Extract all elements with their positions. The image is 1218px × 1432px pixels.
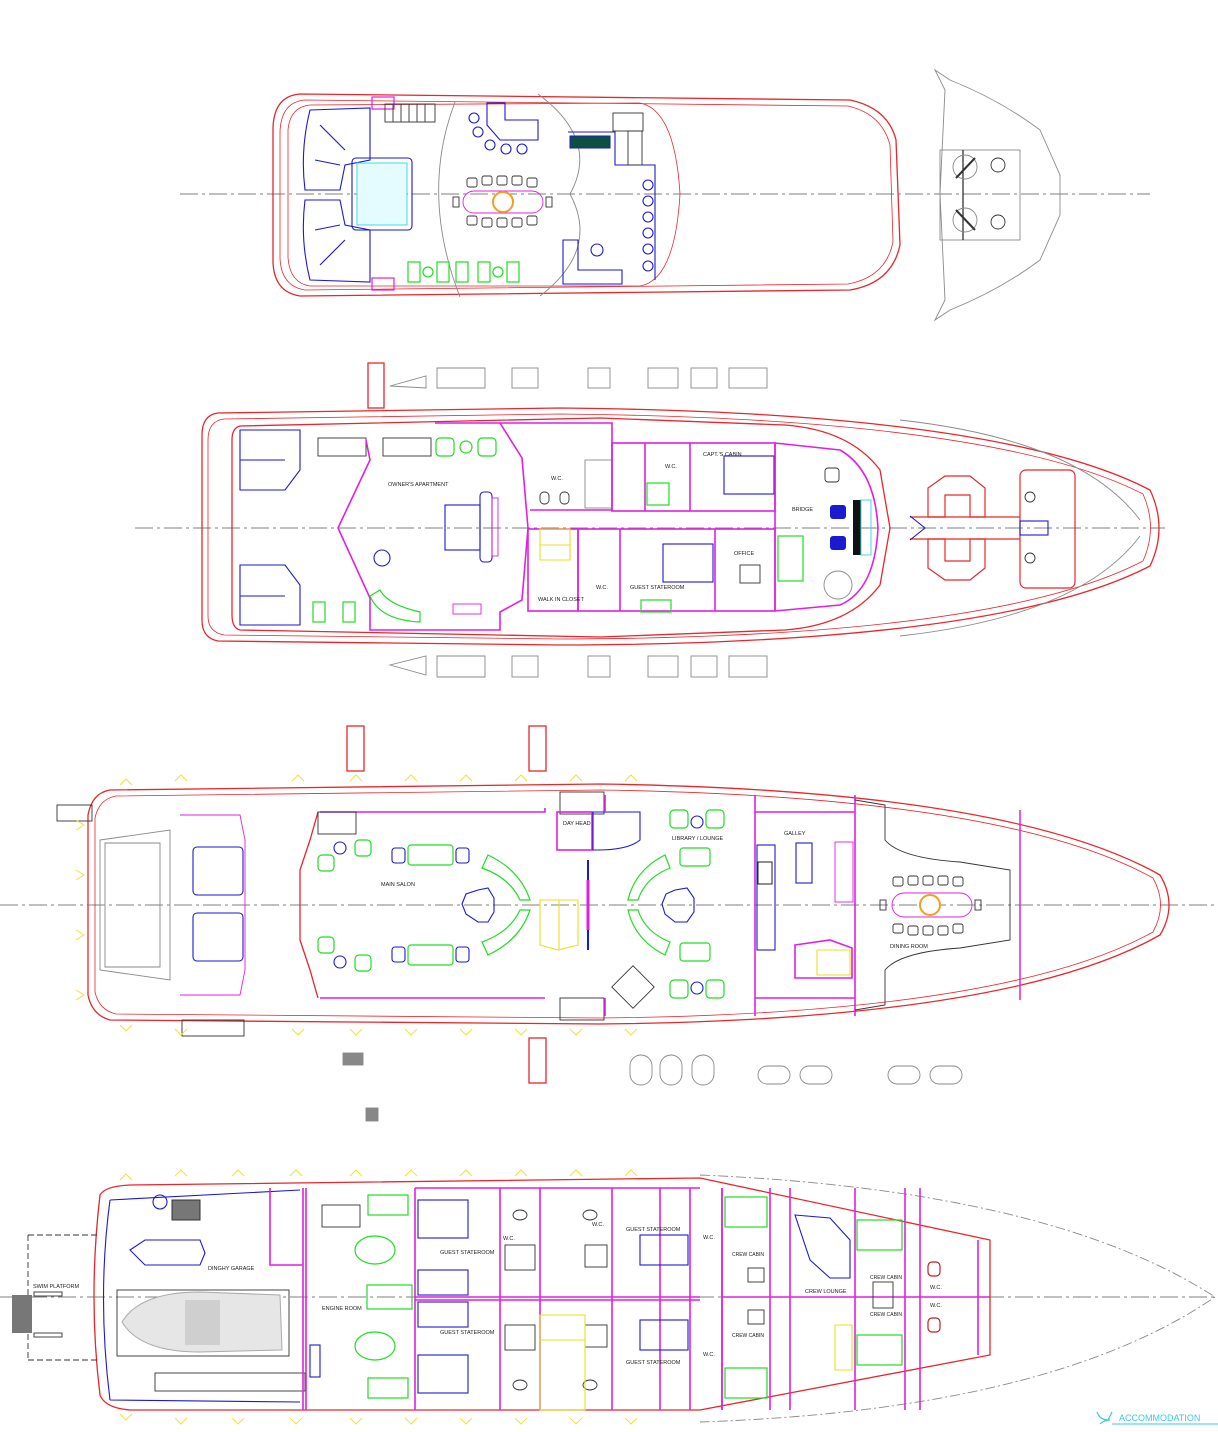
sun-deck <box>180 68 1150 322</box>
room-label-wc: W.C. <box>592 1222 604 1228</box>
owners-apartment-walls <box>337 422 529 631</box>
room-label-wc: W.C. <box>665 464 677 470</box>
room-label-wc: W.C. <box>703 1352 715 1358</box>
capts-cabin <box>611 442 776 512</box>
console <box>569 135 611 149</box>
dining-chairs <box>452 175 553 228</box>
room-label-guest-stateroom: GUEST STATEROOM <box>626 1360 681 1366</box>
room-label-guest-stateroom: GUEST STATEROOM <box>630 585 685 591</box>
room-label-crew-cabin: CREW CABIN <box>870 1312 902 1318</box>
room-label-guest-stateroom: GUEST STATEROOM <box>440 1250 495 1256</box>
sun-lounge <box>302 107 371 191</box>
fender <box>371 96 395 110</box>
engines <box>354 1194 413 1399</box>
room-label-crew-lounge: CREW LOUNGE <box>805 1289 847 1295</box>
room-label-crew-cabin: CREW CABIN <box>732 1252 764 1258</box>
room-label-library-lounge: LIBRARY / LOUNGE <box>672 836 723 842</box>
sun-deck-hull <box>272 93 901 297</box>
table-centerpiece <box>492 191 514 213</box>
room-label-capts-cabin: CAPT.'S CABIN <box>703 452 742 458</box>
bridge-deck: OWNER'S APARTMENT W.C. W.C. CAPT.'S CABI… <box>135 407 1165 646</box>
room-label-wc: W.C. <box>551 476 563 482</box>
bar <box>486 102 539 141</box>
room-label-crew-cabin: CREW CABIN <box>732 1333 764 1339</box>
room-label-galley: GALLEY <box>784 831 806 837</box>
dining-table <box>891 892 973 918</box>
bar-stools <box>468 112 528 155</box>
owners-bed <box>444 504 481 551</box>
lower-deck: SWIM PLATFORM DINGHY GARAGE ENGINE ROOM … <box>0 1169 1218 1425</box>
room-label-wc: W.C. <box>703 1235 715 1241</box>
jacuzzi-water <box>356 162 408 226</box>
accommodation-logo: ACCOMMODATION <box>1096 1411 1218 1425</box>
side-profile-shapes <box>367 362 768 678</box>
sun-deck-hull-inner <box>279 99 894 291</box>
main-deck-hull <box>87 783 1170 1025</box>
lower-deck-hull <box>93 1177 991 1411</box>
fender <box>371 277 395 291</box>
room-label-main-salon: MAIN SALON <box>381 882 415 888</box>
room-label-wc: W.C. <box>596 585 608 591</box>
room-label-day-head: DAY HEAD <box>563 821 591 827</box>
armchairs <box>369 437 497 623</box>
leaf-icon <box>1096 1411 1113 1425</box>
main-deck: MAIN SALON DAY HEAD LIBRARY / LOUNGE GAL… <box>0 774 1218 1037</box>
sun-lounge <box>302 199 371 283</box>
room-label-bridge: BRIDGE <box>792 507 813 513</box>
bridge-deck-hull <box>201 407 1160 646</box>
foredeck-seating <box>910 469 1076 589</box>
swim-ladder <box>12 1295 32 1333</box>
windlass-icon <box>955 157 976 179</box>
room-label-dining-room: DINING ROOM <box>890 944 928 950</box>
room-label-office: OFFICE <box>734 551 754 557</box>
room-label-engine-room: ENGINE ROOM <box>322 1306 362 1312</box>
jetski <box>129 1239 206 1266</box>
room-label-crew-cabin: CREW CABIN <box>870 1275 902 1281</box>
sunbeds <box>407 261 520 283</box>
room-label-walk-in-closet: WALK IN CLOSET <box>538 597 585 603</box>
room-label-dinghy-garage: DINGHY GARAGE <box>208 1266 255 1272</box>
logo-text: ACCOMMODATION <box>1119 1413 1200 1423</box>
room-label-wc: W.C. <box>930 1285 942 1291</box>
room-label-guest-stateroom: GUEST STATEROOM <box>440 1330 495 1336</box>
room-label-wc: W.C. <box>503 1236 515 1242</box>
guest-stateroom-room <box>577 528 776 612</box>
jacuzzi <box>351 157 413 231</box>
salon-armchairs <box>317 809 725 999</box>
deck-lights <box>75 774 638 1036</box>
area-label-swim-platform: SWIM PLATFORM <box>33 1284 79 1290</box>
room-label-owners-apartment: OWNER'S APARTMENT <box>388 482 449 488</box>
foredeck <box>933 68 1061 322</box>
room-label-wc: W.C. <box>930 1303 942 1309</box>
room-label-guest-stateroom: GUEST STATEROOM <box>626 1227 681 1233</box>
l-sofa <box>562 239 623 285</box>
